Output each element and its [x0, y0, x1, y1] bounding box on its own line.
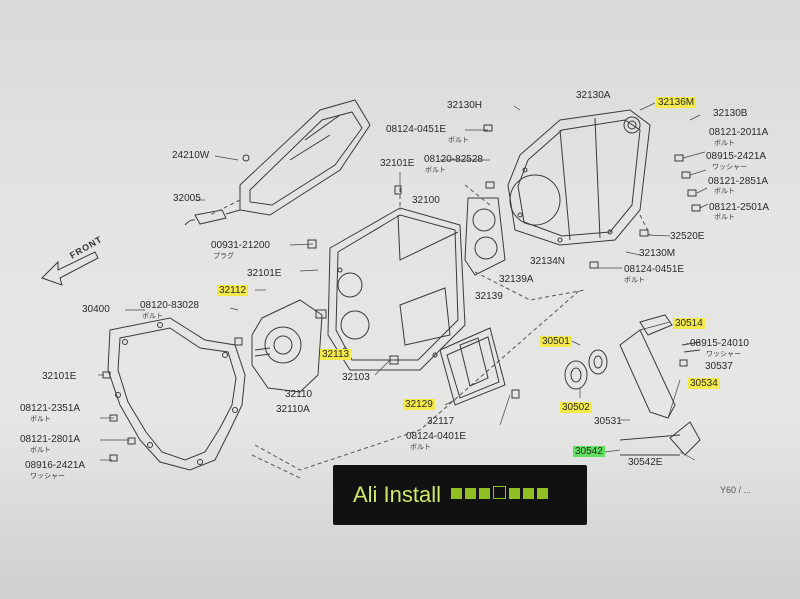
- part-32101E-mid: 32101E: [247, 268, 282, 279]
- release-bearing-30502: [564, 349, 608, 390]
- watermark-square: [537, 488, 549, 499]
- part-00931-21200: 00931-21200: [211, 240, 270, 251]
- dust-cover-30542: [619, 421, 701, 456]
- front-cover-32110: [251, 299, 323, 393]
- watermark-square: [493, 486, 507, 499]
- part-32136M: 32136M: [656, 97, 697, 108]
- callout-lines: [98, 102, 709, 461]
- part-32130M: 32130M: [639, 248, 676, 259]
- part-08121-2501A-note: ボルト: [714, 214, 735, 221]
- part-32130A: 32130A: [576, 90, 611, 101]
- part-32103: 32103: [342, 372, 370, 383]
- transmission-case-32100: [327, 207, 466, 371]
- part-08915-2421A-right: 08915-2421A: [706, 151, 767, 162]
- front-arrow: [41, 251, 99, 286]
- catalog-code: Y60 / ...: [720, 485, 752, 495]
- part-30531: 30531: [594, 416, 622, 427]
- part-32139A: 32139A: [499, 274, 534, 285]
- part-08124-0401E: 08124-0401E: [406, 431, 467, 442]
- part-08915-24010: 08915-24010: [690, 338, 749, 349]
- part-32101E-top: 32101E: [380, 158, 415, 169]
- part-32129: 32129: [403, 399, 435, 410]
- part-08124-0451E-top-note: ボルト: [448, 137, 469, 144]
- leader-lines: [209, 184, 651, 479]
- watermark-square: [479, 488, 491, 499]
- bolts: [102, 124, 701, 462]
- part-08124-0451E-mid: 08124-0451E: [624, 264, 685, 275]
- part-00931-21200-note: プラグ: [213, 253, 234, 260]
- watermark-square: [451, 488, 463, 499]
- part-32139: 32139: [475, 291, 503, 302]
- part-08120-83028: 08120-83028: [140, 300, 199, 311]
- top-housing-section: [239, 99, 371, 216]
- part-08916-2421A-note: ワッシャー: [30, 473, 65, 480]
- part-32101E-left: 32101E: [42, 371, 77, 382]
- part-08124-0451E-mid-note: ボルト: [624, 277, 645, 284]
- watermark-square: [523, 488, 535, 499]
- part-30537: 30537: [705, 361, 733, 372]
- extension-housing-32130A: [507, 109, 651, 246]
- part-32130B: 32130B: [713, 108, 748, 119]
- bell-housing-30400: [107, 317, 246, 471]
- gasket-32139: [464, 197, 506, 276]
- part-32005: 32005: [173, 193, 201, 204]
- part-30534: 30534: [688, 378, 720, 389]
- part-08121-2851A: 08121-2851A: [708, 176, 769, 187]
- part-32110A: 32110A: [276, 404, 310, 415]
- part-32134N: 32134N: [530, 256, 566, 267]
- watermark-square: [465, 488, 477, 499]
- part-08121-2801A: 08121-2801A: [20, 434, 81, 445]
- bearing-cover-32117: [439, 327, 506, 406]
- part-08916-2421A: 08916-2421A: [25, 460, 86, 471]
- part-08124-0401E-note: ボルト: [410, 444, 431, 451]
- withdrawal-lever-30531: [619, 314, 701, 419]
- part-08124-0451E-top: 08124-0451E: [386, 124, 447, 135]
- part-08121-2351A: 08121-2351A: [20, 403, 81, 414]
- watermark-text: Ali Install: [353, 482, 442, 507]
- part-08121-2011A-note: ボルト: [714, 140, 735, 147]
- part-08121-2011A: 08121-2011A: [709, 127, 769, 138]
- watermark-banner: Ali Install: [333, 465, 587, 525]
- watermark-square: [509, 488, 521, 499]
- part-32520E: 32520E: [670, 231, 705, 242]
- part-30514: 30514: [673, 318, 705, 329]
- part-24210W: 24210W: [172, 150, 210, 161]
- part-30542: 30542: [573, 446, 605, 457]
- part-30542E: 30542E: [628, 457, 663, 468]
- part-08121-2501A: 08121-2501A: [709, 202, 770, 213]
- sensor-32005: [184, 209, 241, 226]
- part-32100: 32100: [412, 195, 440, 206]
- part-32113: 32113: [320, 349, 352, 360]
- part-08120-82528-note: ボルト: [425, 167, 446, 174]
- part-08915-24010-note: ワッシャー: [706, 351, 741, 358]
- part-08121-2351A-note: ボルト: [30, 416, 51, 423]
- part-32110: 32110: [285, 389, 313, 400]
- watermark-squares: [451, 486, 551, 504]
- part-08121-2801A-note: ボルト: [30, 447, 51, 454]
- part-32130H: 32130H: [447, 100, 483, 111]
- part-30400: 30400: [82, 304, 110, 315]
- part-32117: 32117: [427, 416, 455, 427]
- part-08120-82528: 08120-82528: [424, 154, 483, 165]
- part-08915-2421A-right-note: ワッシャー: [712, 164, 747, 171]
- part-08120-83028-note: ボルト: [142, 313, 163, 320]
- part-08121-2851A-note: ボルト: [714, 188, 735, 195]
- part-30501: 30501: [540, 336, 572, 347]
- part-32112: 32112: [217, 285, 249, 296]
- part-30502: 30502: [560, 402, 592, 413]
